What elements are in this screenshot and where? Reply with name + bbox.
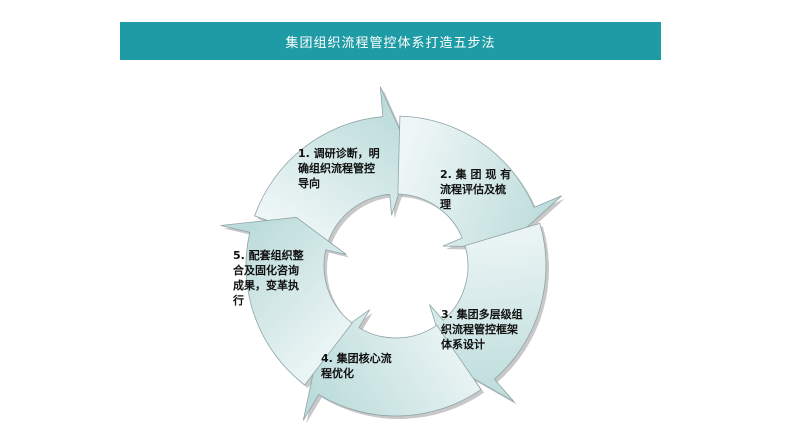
step-5-line-2: 合及固化咨询 [233,264,299,277]
step-1-line-3: 导向 [298,177,320,190]
step-5-line-1: 5. 配套组织整 [233,249,304,262]
step-2-line-2: 流程评估及梳 [440,183,506,196]
step-4-line-1: 4. 集团核心流 [321,352,392,365]
cycle-arrow-4 [302,309,482,421]
diagram-title-text: 集团组织流程管控体系打造五步法 [285,35,496,51]
step-5-line-3: 成果，变革执 [233,279,299,292]
step-1-line-2: 确组织流程管控 [298,162,375,175]
diagram-title: 集团组织流程管控体系打造五步法 [120,22,661,60]
step-5-line-4: 行 [233,294,244,307]
step-label-1: 1. 调研诊断，明 确组织流程管控 导向 [298,146,380,191]
step-4-line-2: 程优化 [321,367,354,380]
step-label-4: 4. 集团核心流 程优化 [321,351,392,381]
step-label-2: 2. 集 团 现 有 流程评估及梳 理 [440,167,511,212]
step-3-line-1: 3. 集团多层级组 [441,308,523,321]
cycle-arrow-1 [254,86,412,243]
cycle-arrow-5 [220,216,353,386]
step-2-line-1: 2. 集 团 现 有 [440,168,512,181]
step-3-line-3: 体系设计 [441,338,485,351]
step-1-line-1: 1. 调研诊断，明 [298,147,380,160]
step-2-line-3: 理 [440,198,451,211]
step-label-3: 3. 集团多层级组 织流程管控框架 体系设计 [441,307,523,352]
step-3-line-2: 织流程管控框架 [441,323,518,336]
cycle-arrow-2 [397,115,562,248]
step-label-5: 5. 配套组织整 合及固化咨询 成果，变革执 行 [233,248,304,308]
